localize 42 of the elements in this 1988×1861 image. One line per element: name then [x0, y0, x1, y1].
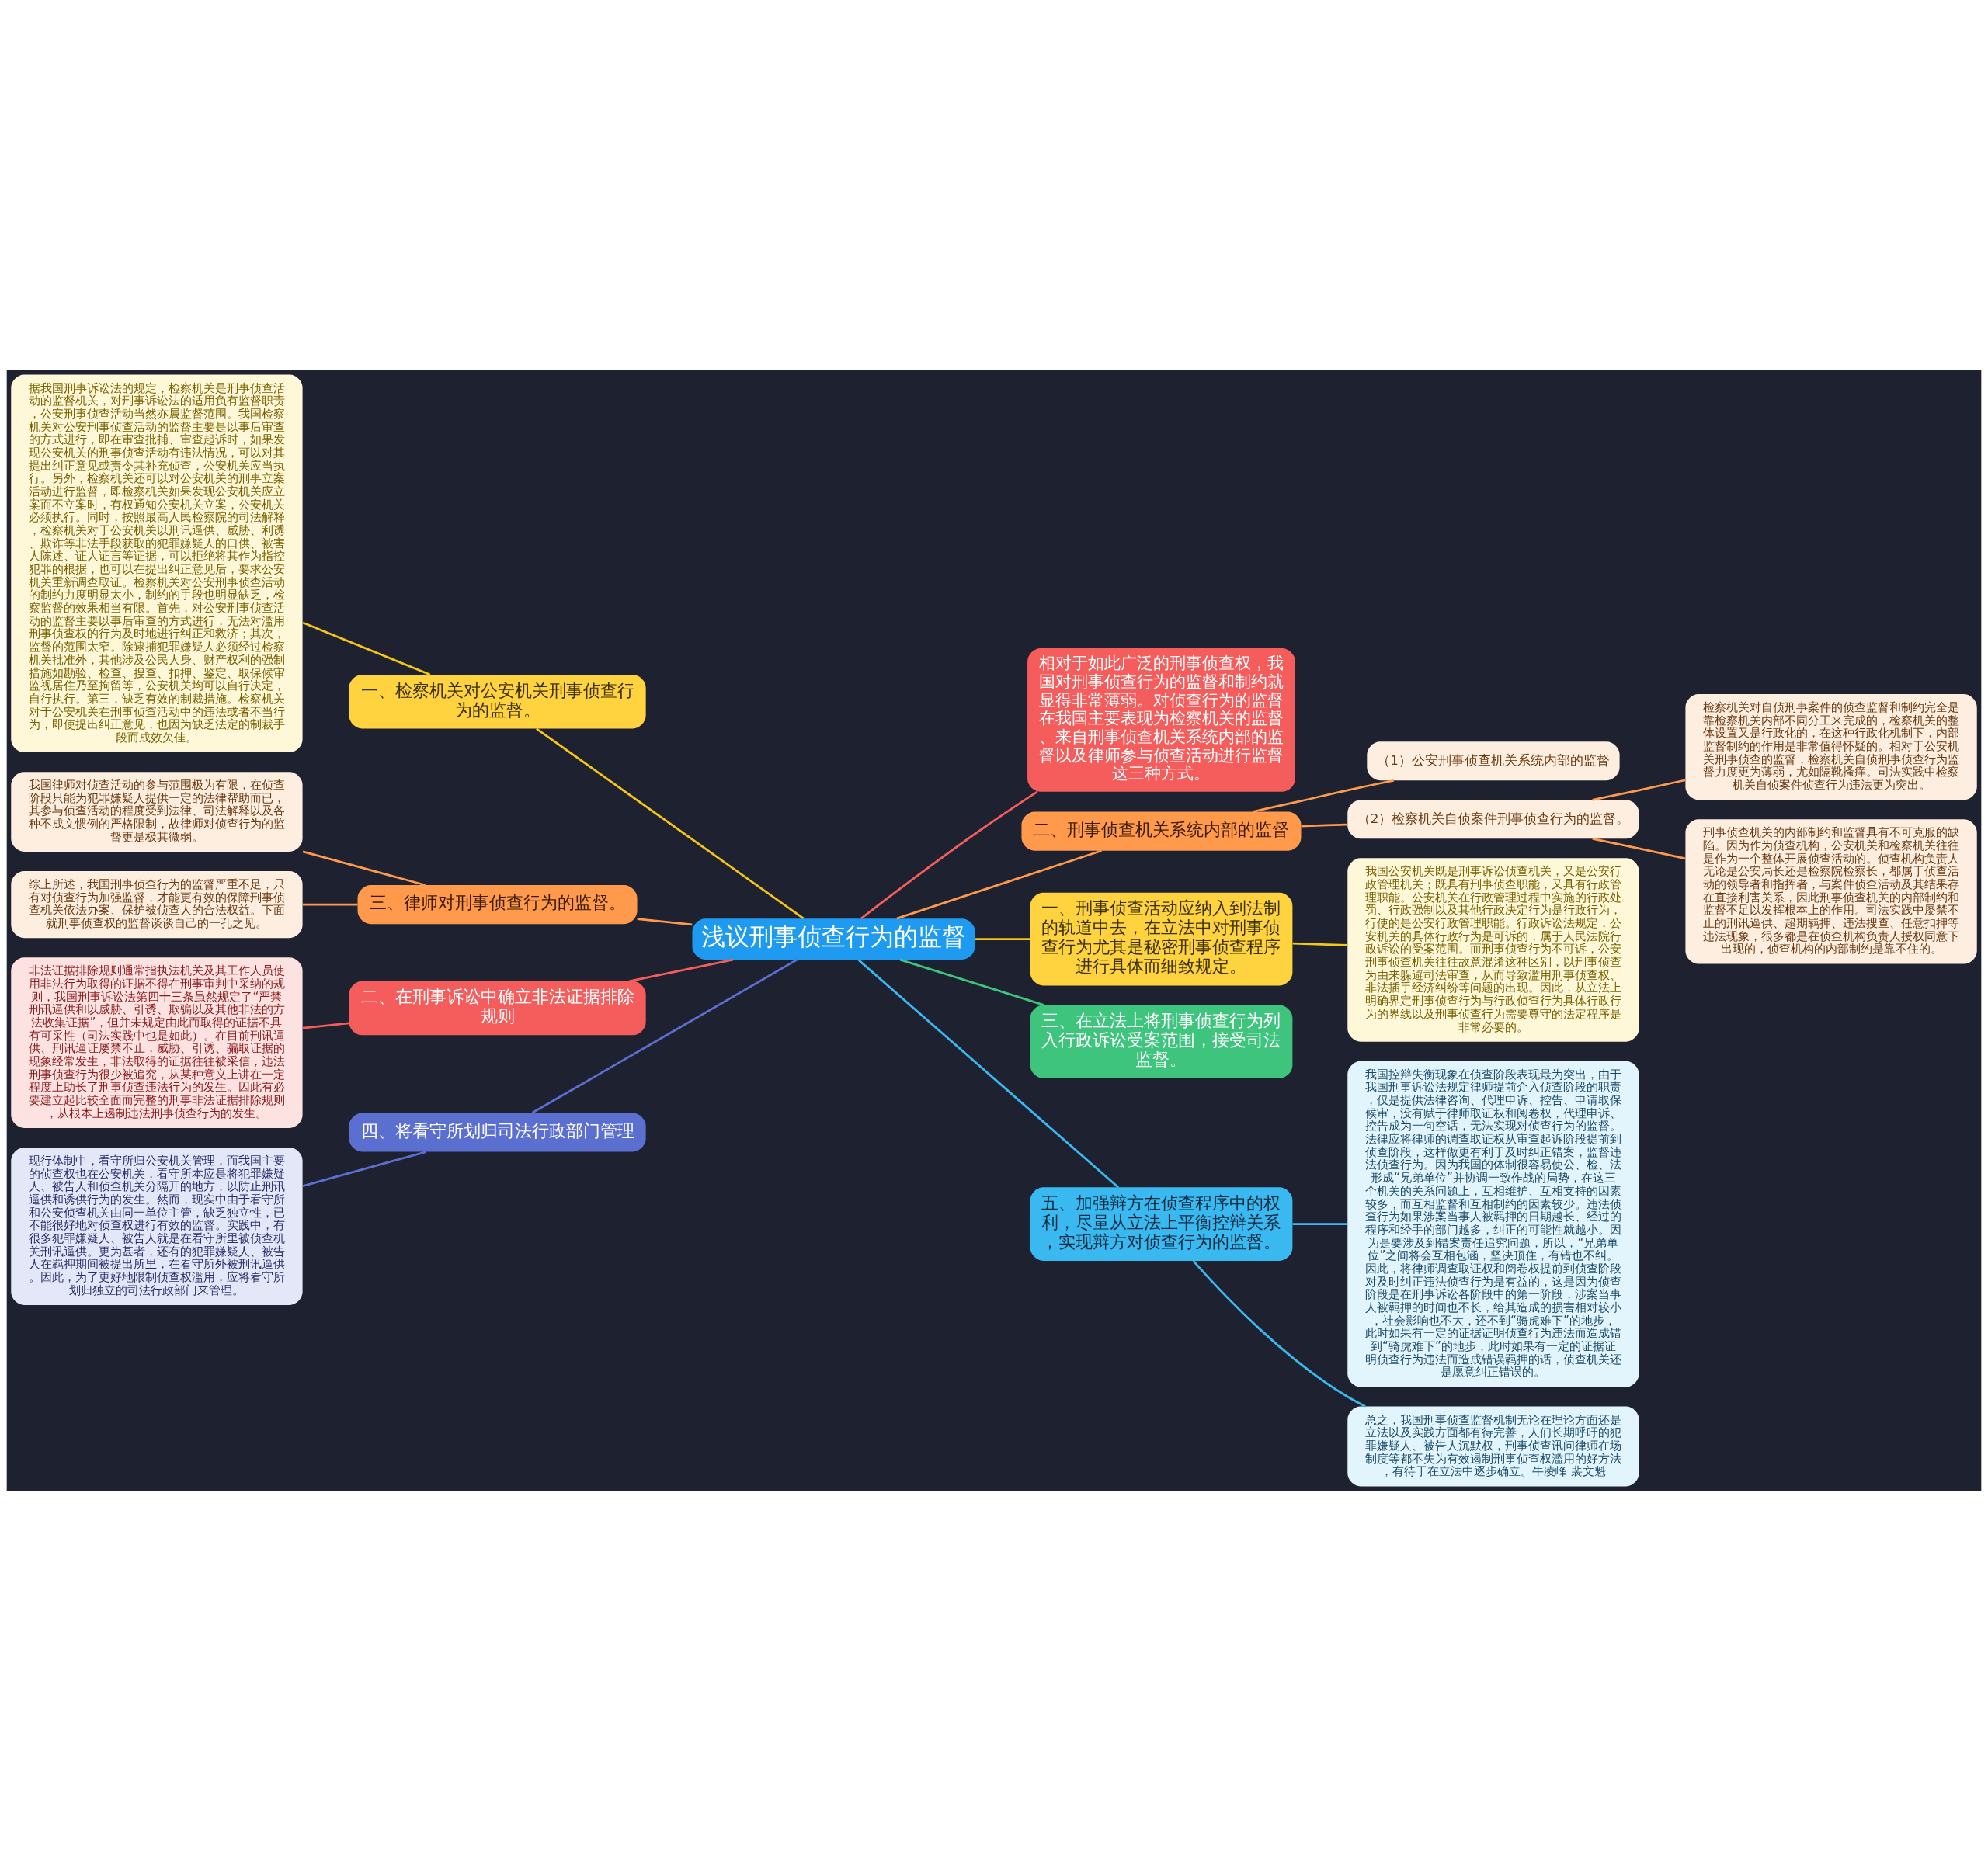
- node-box: 浅议刑事侦查行为的监督: [692, 918, 975, 960]
- connector: [302, 1151, 427, 1187]
- connector: [896, 849, 1102, 920]
- connector: [531, 958, 798, 1114]
- node-box: （2）检察机关自侦案件刑事侦查行为的监督。: [1347, 800, 1639, 839]
- connector: [302, 850, 426, 887]
- node-box: 总之，我国刑事侦查监督机制无论在理论方面还是立法以及实践方面都有待完善，人们长期呼吁的犯罪嫌疑人、被告人沉默权，刑事侦查讯问律师在场制度等都不失为有效遏制刑事侦查权滥用的好方法，有待于在立法中逐步确立。牛凌峰 裴文魁: [1347, 1406, 1639, 1487]
- node-box: 非法证据排除规则通常指执法机关及其工作人员使用非法行为取得的证据不得在刑事审判中采纳的规则，我国刑事诉讼法第四十三条虽然规定了“严禁刑讯逼供和以威胁、引诱、欺骗以及其他非法的方法收集证据”，但并未规定由此而取得的证据不具有可采性（司法实践中也是如此）。在目前刑讯逼供、刑讯逼证屡禁不止，威胁、引诱、骗取证据的现象经常发生，非法取得的证据往往被采信，违法刑事侦查行为很少被追究，从某种意义上讲在一定程度上助长了刑事侦查违法行为的发生。因此有必要建立起比较全面而完整的刑事非法证据排除规则，从根本上遏制违法刑事侦查行为的发生。: [11, 957, 303, 1128]
- node-box: 据我国刑事诉讼法的规定，检察机关是刑事侦查活动的监督机关，对刑事诉讼法的适用负有监督职责，公安刑事侦查活动当然亦属监督范围。我国检察机关对公安刑事侦查活动的监督主要是以事后审查的方式进行，即在审查批捕、审查起诉时，如果发现公安机关的刑事侦查活动有违法情况，可以对其提出纠正意见或责令其补充侦查，公安机关应当执行。另外，检察机关还可以对公安机关的刑事立案活动进行监督，即检察机关如果发现公安机关应立案而不立案时，有权通知公安机关立案，公安机关必须执行。同时，按照最高人民检察院的司法解释，检察机关对于公安机关以刑讯逼供、威胁、利诱、欺诈等非法手段获取的犯罪嫌疑人的口供、被害人陈述、证人证言等证据，可以拒绝将其作为指控犯罪的根据，也可以在提出纠正意见后，要求公安机关重新调查取证。检察机关对公安刑事侦查活动的制约力度明显太小，制约的手段也明显缺乏，检察监督的效果相当有限。首先，对公安刑事侦查活动的监督主要以事后审查的方式进行，无法对滥用刑事侦查权的行为及时地进行纠正和救济；其次，监督的范围太窄。除逮捕犯罪嫌疑人必须经过检察机关批准外，其他涉及公民人身、财产权利的强制措施如勘验、检查、搜查、扣押、鉴定、取保候审监视居住乃至拘留等，公安机关均可以自行决定，自行执行。第三，缺乏有效的制裁措施。检察机关对于公安机关在刑事侦查活动中的违法或者不当行为，即使提出纠正意见，也因为缺乏法定的制裁手段而成效欠佳。: [11, 374, 303, 753]
- connector: [1592, 838, 1686, 860]
- node-box: 四、将看守所划归司法行政部门管理: [349, 1113, 646, 1152]
- connector: [975, 938, 1030, 940]
- node-box: 现行体制中，看守所归公安机关管理，而我国主要的侦查权也在公安机关，看守所本应是将犯罪嫌疑人、被告人和侦查机关分隔开的地方，以防止刑讯逼供和诱供行为的发生。然而，现实中由于看守所和公安侦查机关由同一单位主管，缺乏独立性，已不能很好地对侦查权进行有效的监督。实践中，有很多犯罪嫌疑人、被告人就是在看守所里被侦查机关刑讯逼供。更为甚者，还有的犯罪嫌疑人、被告人在羁押期间被提出所里，在看守所外被刑讯逼供。因此，为了更好地限制侦查权滥用，应将看守所划归独立的司法行政部门来管理。: [11, 1147, 303, 1305]
- connector: [302, 621, 431, 676]
- connector: [1292, 1223, 1347, 1226]
- connector: [302, 1022, 349, 1029]
- connector: [1192, 1260, 1366, 1408]
- connector: [536, 727, 805, 920]
- connector: [637, 918, 693, 926]
- node-box: 检察机关对自侦刑事案件的侦查监督和制约完全是靠检察机关内部不同分工来完成的，检察机关的整体设置又是行政化的，在这种行政化机制下，内部监督制约的作用是非常值得怀疑的。相对于公安机关刑事侦查的监督，检察机关自侦刑事侦查行为监督力度更为薄弱，尤如隔靴搔痒。司法实践中检察机关自侦案件侦查行为违法更为突出。: [1685, 694, 1977, 800]
- node-box: 我国律师对侦查活动的参与范围极为有限，在侦查阶段只能为犯罪嫌疑人提供一定的法律帮助而已，其参与侦查活动的程度受到法律、司法解释以及各种不成文惯例的严格限制，故律师对侦查行为的监督更是极其微弱。: [11, 772, 303, 852]
- node-box: 五、加强辩方在侦查程序中的权利，尽量从立法上平衡控辩关系，实现辩方对侦查行为的监督。: [1030, 1187, 1293, 1261]
- node-box: 一、刑事侦查活动应纳入到法制的轨道中去，在立法中对刑事侦查行为尤其是秘密刑事侦查程序进行具体而细致规定。: [1030, 892, 1293, 986]
- connector: [1292, 942, 1348, 946]
- node-box: 二、在刑事诉讼中确立非法证据排除规则: [349, 981, 646, 1036]
- node-box: 综上所述，我国刑事侦查行为的监督严重不足，只有对侦查行为加强监督，才能更有效的保障刑事侦查机关依法办案、保护被侦查人的合法权益。下面就刑事侦查权的监督谈谈自己的一孔之见。: [11, 871, 303, 939]
- node-box: 二、刑事侦查机关系统内部的监督: [1021, 811, 1302, 851]
- connector: [1592, 779, 1686, 801]
- connector: [857, 959, 1119, 1189]
- node-box: 我国控辩失衡现象在侦查阶段表现最为突出，由于我国刑事诉讼法规定律师提前介入侦查阶段的职责，仅是提供法律咨询、代理申诉、控告、申请取保候审，没有赋于律师取证权和阅卷权，代理申诉、控告成为一句空话，无法实现对侦查行为的监督。法律应将律师的调查取证权从审查起诉阶段提前到侦查阶段，这样做更有利于及时纠正错案，监督违法侦查行为。因为我国的体制很容易使公、检、法形成“兄弟单位”并协调一致作战的局势，在这三个机关的关系问题上，互相维护、互相支持的因素较多，而互相监督和互相制约的因素较少。违法侦查行为如果涉案当事人被羁押的日期越长、经过的程序和经手的部门越多，纠正的可能性就越小。因为是要涉及到错案责任追究问题，所以，“兄弟单位”之间将会互相包涵，坚决顶住，有错也不纠。因此，将律师调查取证权和阅卷权提前到侦查阶段对及时纠正违法侦查行为是有益的，这是因为侦查阶段是在刑事诉讼各阶段中的第一阶段，涉案当事人被羁押的时间也不长，给其造成的损害相对较小，社会影响也不大，还不到“骑虎难下”的地步，此时如果有一定的证据证明侦查行为违法而造成错到“骑虎难下”的地步，此时如果有一定的证据证明侦查行为违法而造成错误羁押的话，侦查机关还是愿意纠正错误的。: [1347, 1061, 1639, 1387]
- node-box: 刑事侦查机关的内部制约和监督具有不可克服的缺陷。因为作为侦查机构，公安机关和检察机关往往是作为一个整体开展侦查活动的。侦查机构负责人无论是公安局长还是检察院检察长，都属于侦查活动的领导者和指挥者，与案件侦查活动及其结果存在直接利害关系，因此刑事侦查机关的内部制约和监督不足以发挥根本上的作用。司法实践中屡禁不止的刑讯逼供、超期羁押、违法搜查、任意扣押等违法现象，很多都是在侦查机构负责人授权同意下出现的，侦查机构的内部制约是靠不住的。: [1685, 819, 1977, 964]
- node-box: 相对于如此广泛的刑事侦查权，我国对刑事侦查行为的监督和制约就显得非常薄弱。对侦查行为的监督在我国主要表现为检察机关的监督、来自刑事侦查机关系统内部的监督以及律师参与侦查活动进行监督这三种方式。: [1027, 648, 1295, 792]
- node-box: 三、在立法上将刑事侦查行为列入行政诉讼受案范围，接受司法监督。: [1030, 1005, 1293, 1078]
- connector: [628, 958, 734, 983]
- connector: [860, 790, 1038, 920]
- node-box: （1）公安刑事侦查机关系统内部的监督: [1367, 741, 1620, 781]
- connector: [303, 903, 358, 906]
- node-box: 一、检察机关对公安机关刑事侦查行为的监督。: [349, 675, 646, 729]
- connector: [899, 958, 1044, 1006]
- connector: [1301, 823, 1347, 828]
- node-box: 三、律师对刑事侦查行为的监督。: [357, 885, 638, 925]
- node-box: 我国公安机关既是刑事诉讼侦查机关，又是公安行政管理机关；既具有刑事侦查职能，又具有行政管理职能。公安机关在行政管理过程中实施的行政处罚、行政强制以及其他行政决定行为是行政行为，行使的是公安行政管理职能。行政诉讼法规定，公安机关的具体行政行为是可诉的，属于人民法院行政诉讼的受案范围。而刑事侦查行为不可诉，公安刑事侦查机关往往故意混淆这种区别，以刑事侦查为由来躲避司法审查，从而导致滥用刑事侦查权、非法插手经济纠纷等问题的出现。因此，从立法上明确界定刑事侦查行为与行政侦查行为具体行政行为的界线以及刑事侦查行为需要尊守的法定程序是非常必要的。: [1347, 858, 1639, 1042]
